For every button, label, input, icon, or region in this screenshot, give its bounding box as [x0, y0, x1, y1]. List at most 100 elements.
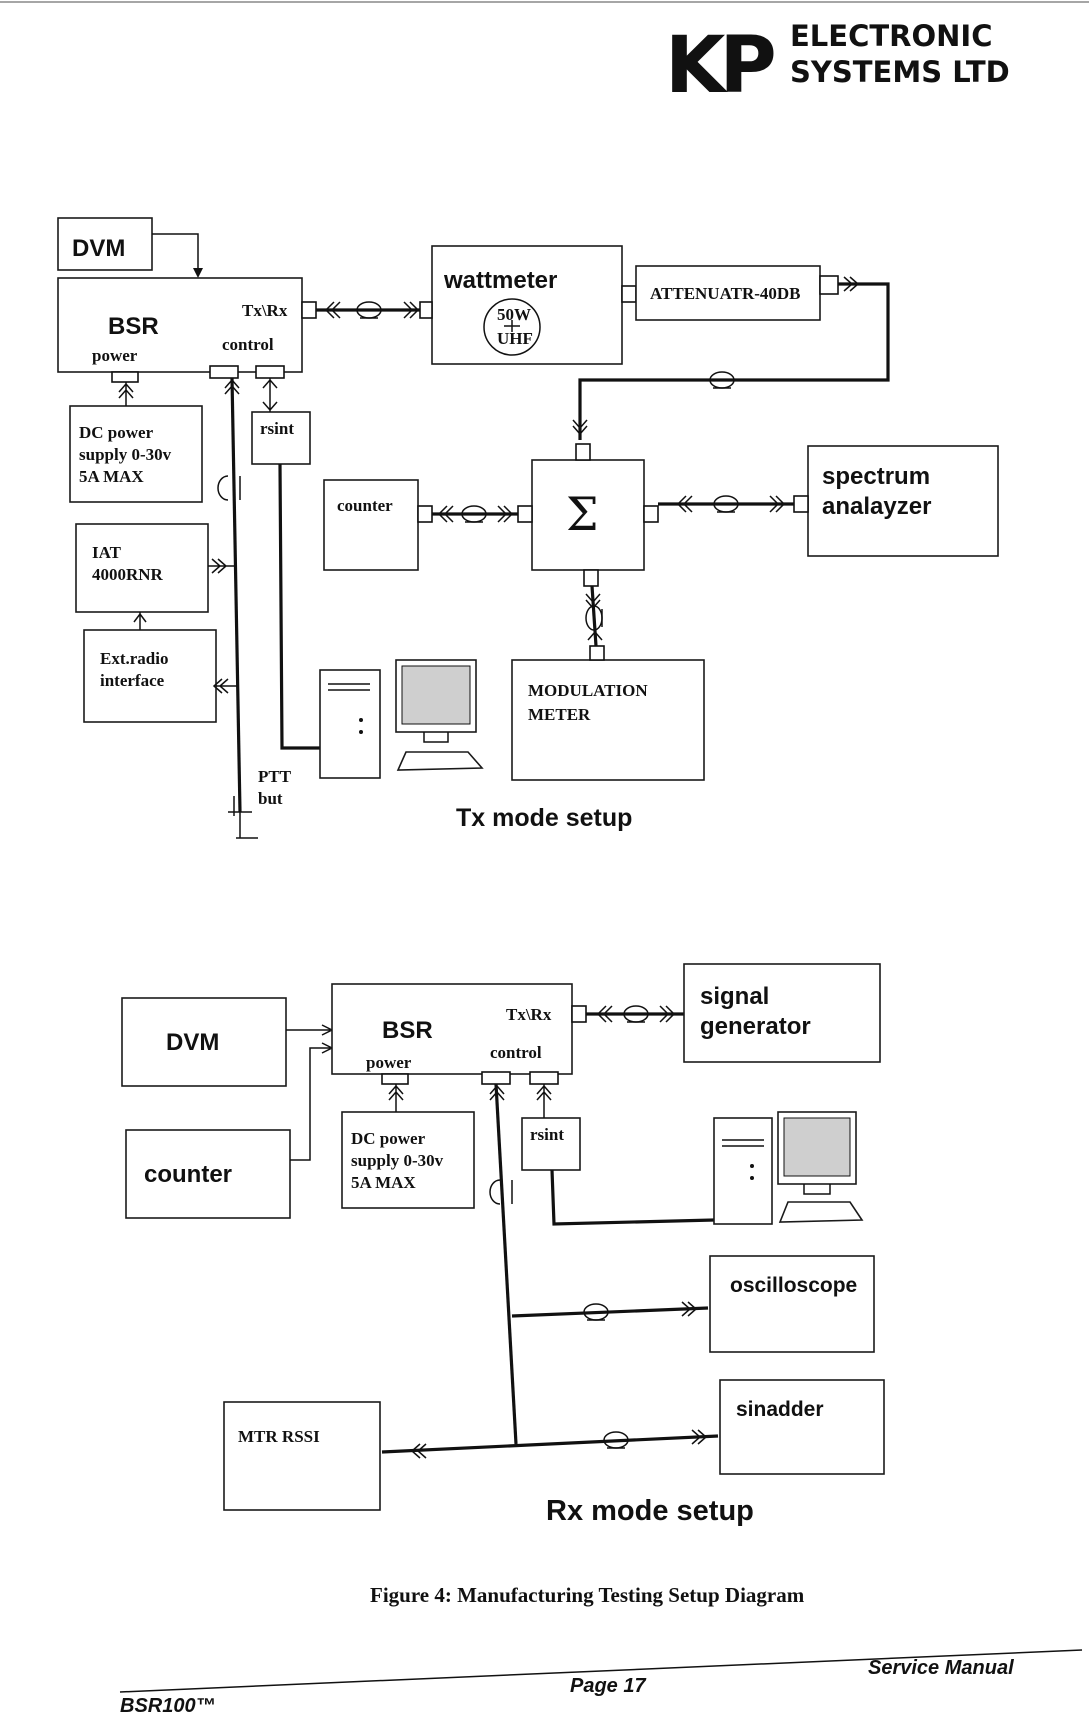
- rx-power-link: [388, 1084, 404, 1112]
- rx-bsr-label: BSR: [382, 1017, 433, 1044]
- tx-combiner-bottom-port: [583, 569, 599, 587]
- tx-ptt-button: PTT but: [228, 767, 292, 839]
- tx-combiner-block: Σ: [517, 443, 659, 587]
- rx-coax-bsr-siggen: [586, 1005, 684, 1023]
- tx-coax-counter-combiner: [432, 505, 518, 523]
- tx-control-bus-coax-mark: [217, 475, 241, 501]
- rx-bsr-port-label: Tx\Rx: [506, 1005, 552, 1024]
- tx-mode-setup: DVM BSR Tx\Rx power control: [57, 217, 999, 839]
- tx-spectrum-label-1: spectrum: [822, 463, 930, 490]
- tx-modulation-port: [589, 645, 605, 661]
- rx-mode-setup: DVM counter BSR Tx\Rx power control: [121, 963, 885, 1527]
- logo-mark: KP: [665, 21, 773, 111]
- rx-bsr-control-port-b: [529, 1071, 559, 1085]
- tx-spectrum-port: [793, 495, 809, 513]
- tx-combiner-sigma: Σ: [566, 487, 599, 541]
- tx-power-link: [118, 382, 134, 406]
- tx-modulation-meter-block: MODULATION METER: [511, 645, 705, 781]
- tx-computer-icon: [319, 659, 484, 779]
- footer-center: Page 17: [570, 1675, 646, 1697]
- logo-line1: ELECTRONIC: [790, 19, 993, 53]
- tx-dc-power-line3: 5A MAX: [79, 467, 144, 486]
- tx-attenuator-label: ATTENUATR-40DB: [650, 284, 801, 303]
- rx-bsr-rf-port: [571, 1005, 587, 1023]
- rx-counter-label: counter: [144, 1161, 232, 1188]
- rx-dc-power-block: DC power supply 0-30v 5A MAX: [341, 1111, 475, 1209]
- tx-iat-line2: 4000RNR: [92, 565, 164, 584]
- tx-spectrum-label-2: analayzer: [822, 493, 931, 520]
- tx-counter-block: counter: [323, 479, 433, 571]
- tx-wattmeter-in-port: [419, 301, 433, 319]
- tx-combiner-left-port: [517, 505, 533, 523]
- rx-dvm-link: [286, 1024, 334, 1036]
- rx-bsr-control-label: control: [490, 1043, 542, 1062]
- tx-spectrum-analyzer-block: spectrum analayzer: [793, 445, 999, 557]
- footer-left: BSR100™: [120, 1695, 216, 1714]
- rx-rsint-block: rsint: [521, 1117, 581, 1171]
- tx-combiner-top-port: [575, 443, 591, 461]
- rx-control-bus-coax-mark: [489, 1179, 513, 1205]
- tx-control-bus-arrow: [224, 378, 240, 395]
- tx-iat-ext-link: [133, 612, 147, 630]
- tx-wattmeter-diode-icon: [504, 320, 520, 332]
- tx-ptt-line2: but: [258, 789, 283, 808]
- rx-bsr-control-port-a: [481, 1071, 511, 1085]
- tx-iat-block: IAT 4000RNR: [75, 523, 209, 613]
- rx-bsr-power-port: [381, 1073, 409, 1085]
- rx-signal-gen-label-2: generator: [700, 1013, 811, 1040]
- tx-iat-link: [208, 558, 234, 574]
- rx-dc-power-line3: 5A MAX: [351, 1173, 416, 1192]
- rx-mtr-rssi-block: MTR RSSI: [223, 1401, 381, 1511]
- tx-coax-combiner-modulation: [585, 585, 603, 647]
- rx-control-bus: [494, 1083, 518, 1445]
- rx-coax-bus-oscilloscope: [511, 1301, 709, 1321]
- tx-bsr-label: BSR: [108, 313, 159, 340]
- rx-signal-generator-block: signal generator: [683, 963, 881, 1063]
- tx-ptt-line1: PTT: [258, 767, 292, 786]
- rx-counter-block: counter: [125, 1129, 291, 1219]
- tx-wattmeter-out-port: [621, 285, 637, 303]
- tx-wattmeter-rating1: 50W: [497, 305, 531, 324]
- rx-signal-gen-label-1: signal: [700, 983, 769, 1010]
- tx-rsint-link: [262, 378, 278, 412]
- tx-bsr-rf-port: [301, 301, 317, 319]
- tx-attenuator-block: ATTENUATR-40DB: [635, 265, 839, 321]
- tx-counter-port: [417, 505, 433, 523]
- tx-bsr-block: BSR Tx\Rx power control: [57, 277, 317, 383]
- rx-rsint-link: [536, 1084, 552, 1118]
- tx-setup-title: Tx mode setup: [456, 804, 632, 832]
- rx-sinadder-label: sinadder: [736, 1398, 824, 1421]
- rx-bsr-block: BSR Tx\Rx power control: [331, 983, 587, 1085]
- rx-coax-rssi-sinadder: [381, 1429, 719, 1459]
- tx-iat-line1: IAT: [92, 543, 122, 562]
- tx-dc-power-block: DC power supply 0-30v 5A MAX: [69, 405, 203, 503]
- logo-line2: SYSTEMS LTD: [790, 55, 1010, 89]
- tx-attenuator-out-port: [819, 275, 839, 295]
- tx-wattmeter-label: wattmeter: [443, 267, 557, 294]
- footer-rule: [119, 1649, 1083, 1693]
- tx-wattmeter-rating2: UHF: [497, 329, 533, 348]
- rx-dvm-block: DVM: [121, 997, 287, 1087]
- tx-bsr-port-label: Tx\Rx: [242, 301, 288, 320]
- rx-bsr-power-label: power: [366, 1053, 412, 1072]
- tx-dvm-block: DVM: [57, 217, 153, 271]
- tx-ext-radio-line2: interface: [100, 671, 165, 690]
- tx-rsint-label: rsint: [260, 419, 294, 438]
- tx-control-bus: [230, 377, 242, 813]
- rx-dc-power-line2: supply 0-30v: [351, 1151, 444, 1170]
- rx-computer-icon: [713, 1111, 864, 1225]
- tx-dvm-arrowhead: [193, 268, 203, 278]
- tx-bsr-control-label: control: [222, 335, 274, 354]
- footer-right: Service Manual: [868, 1657, 1014, 1679]
- company-logo: KP ELECTRONIC SYSTEMS LTD: [665, 19, 1010, 111]
- tx-coax-bsr-wattmeter: [316, 301, 430, 319]
- tx-coax-combiner-spectrum: [658, 495, 794, 513]
- rx-dc-power-line1: DC power: [351, 1129, 426, 1148]
- tx-wattmeter-block: wattmeter 50W UHF: [419, 245, 637, 365]
- tx-modulation-label-1: MODULATION: [528, 681, 648, 700]
- tx-wattmeter-dial: [483, 298, 541, 356]
- tx-dvm-label: DVM: [72, 235, 125, 262]
- rx-sinadder-block: sinadder: [719, 1379, 885, 1475]
- tx-modulation-label-2: METER: [528, 705, 591, 724]
